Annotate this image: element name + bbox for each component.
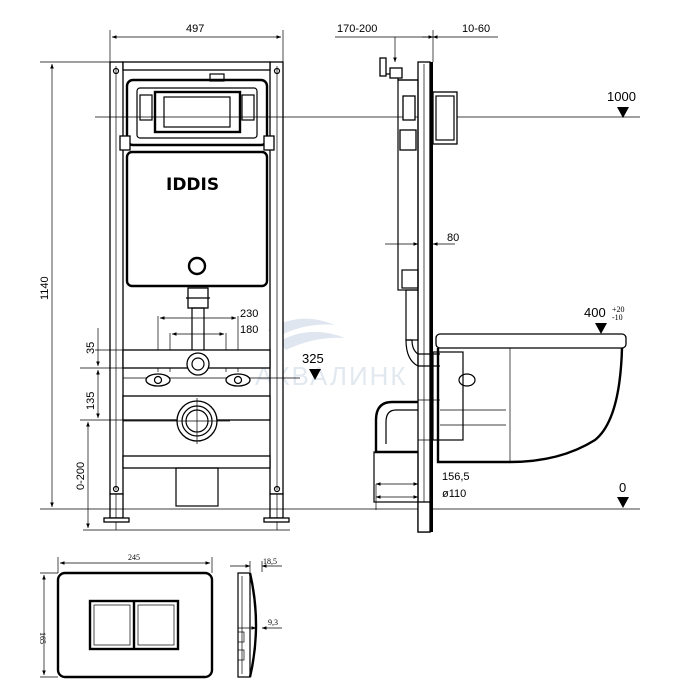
dim-level-top: 1000	[607, 89, 636, 104]
dim-panel-depth: 18,5	[263, 557, 277, 566]
dim-level-inlet: 325	[302, 351, 324, 366]
dim-pipe-offset: 80	[447, 232, 459, 244]
dim-drain-offset: 156,5	[442, 471, 470, 483]
flush-panel-front: 245 165	[38, 553, 214, 679]
front-view: 497 IDDIS	[39, 23, 640, 531]
flush-panel-side: 18,5 9,3	[230, 557, 282, 678]
dim-frame-width: 497	[186, 23, 204, 35]
dim-mid-offset: 135	[85, 392, 97, 410]
brand-logo: IDDIS	[166, 175, 219, 195]
dim-bowl-tol-minus: -10	[612, 313, 623, 322]
dim-button-depth: 9,3	[268, 618, 278, 627]
toilet-bowl: 400 +20 -10	[435, 305, 627, 464]
dim-pipe-inner: 180	[240, 324, 258, 336]
dim-wall-depth: 170-200	[337, 23, 377, 35]
dim-wall-gap: 10-60	[462, 23, 490, 35]
dim-panel-height: 165	[38, 632, 47, 644]
dim-upper-offset: 35	[85, 342, 97, 354]
dim-panel-width: 245	[128, 553, 140, 562]
dim-leg-adjust: 0-200	[75, 462, 87, 490]
dim-drain-diameter: ø110	[442, 488, 466, 500]
dim-bowl-tol-plus: +20	[612, 305, 625, 314]
dim-floor-level: 0	[619, 480, 626, 495]
side-view: 170-200 10-60 80	[335, 23, 636, 533]
dim-total-height: 1140	[39, 276, 51, 300]
dim-pipe-outer: 230	[240, 308, 258, 320]
dim-bowl-height: 400	[584, 305, 606, 320]
